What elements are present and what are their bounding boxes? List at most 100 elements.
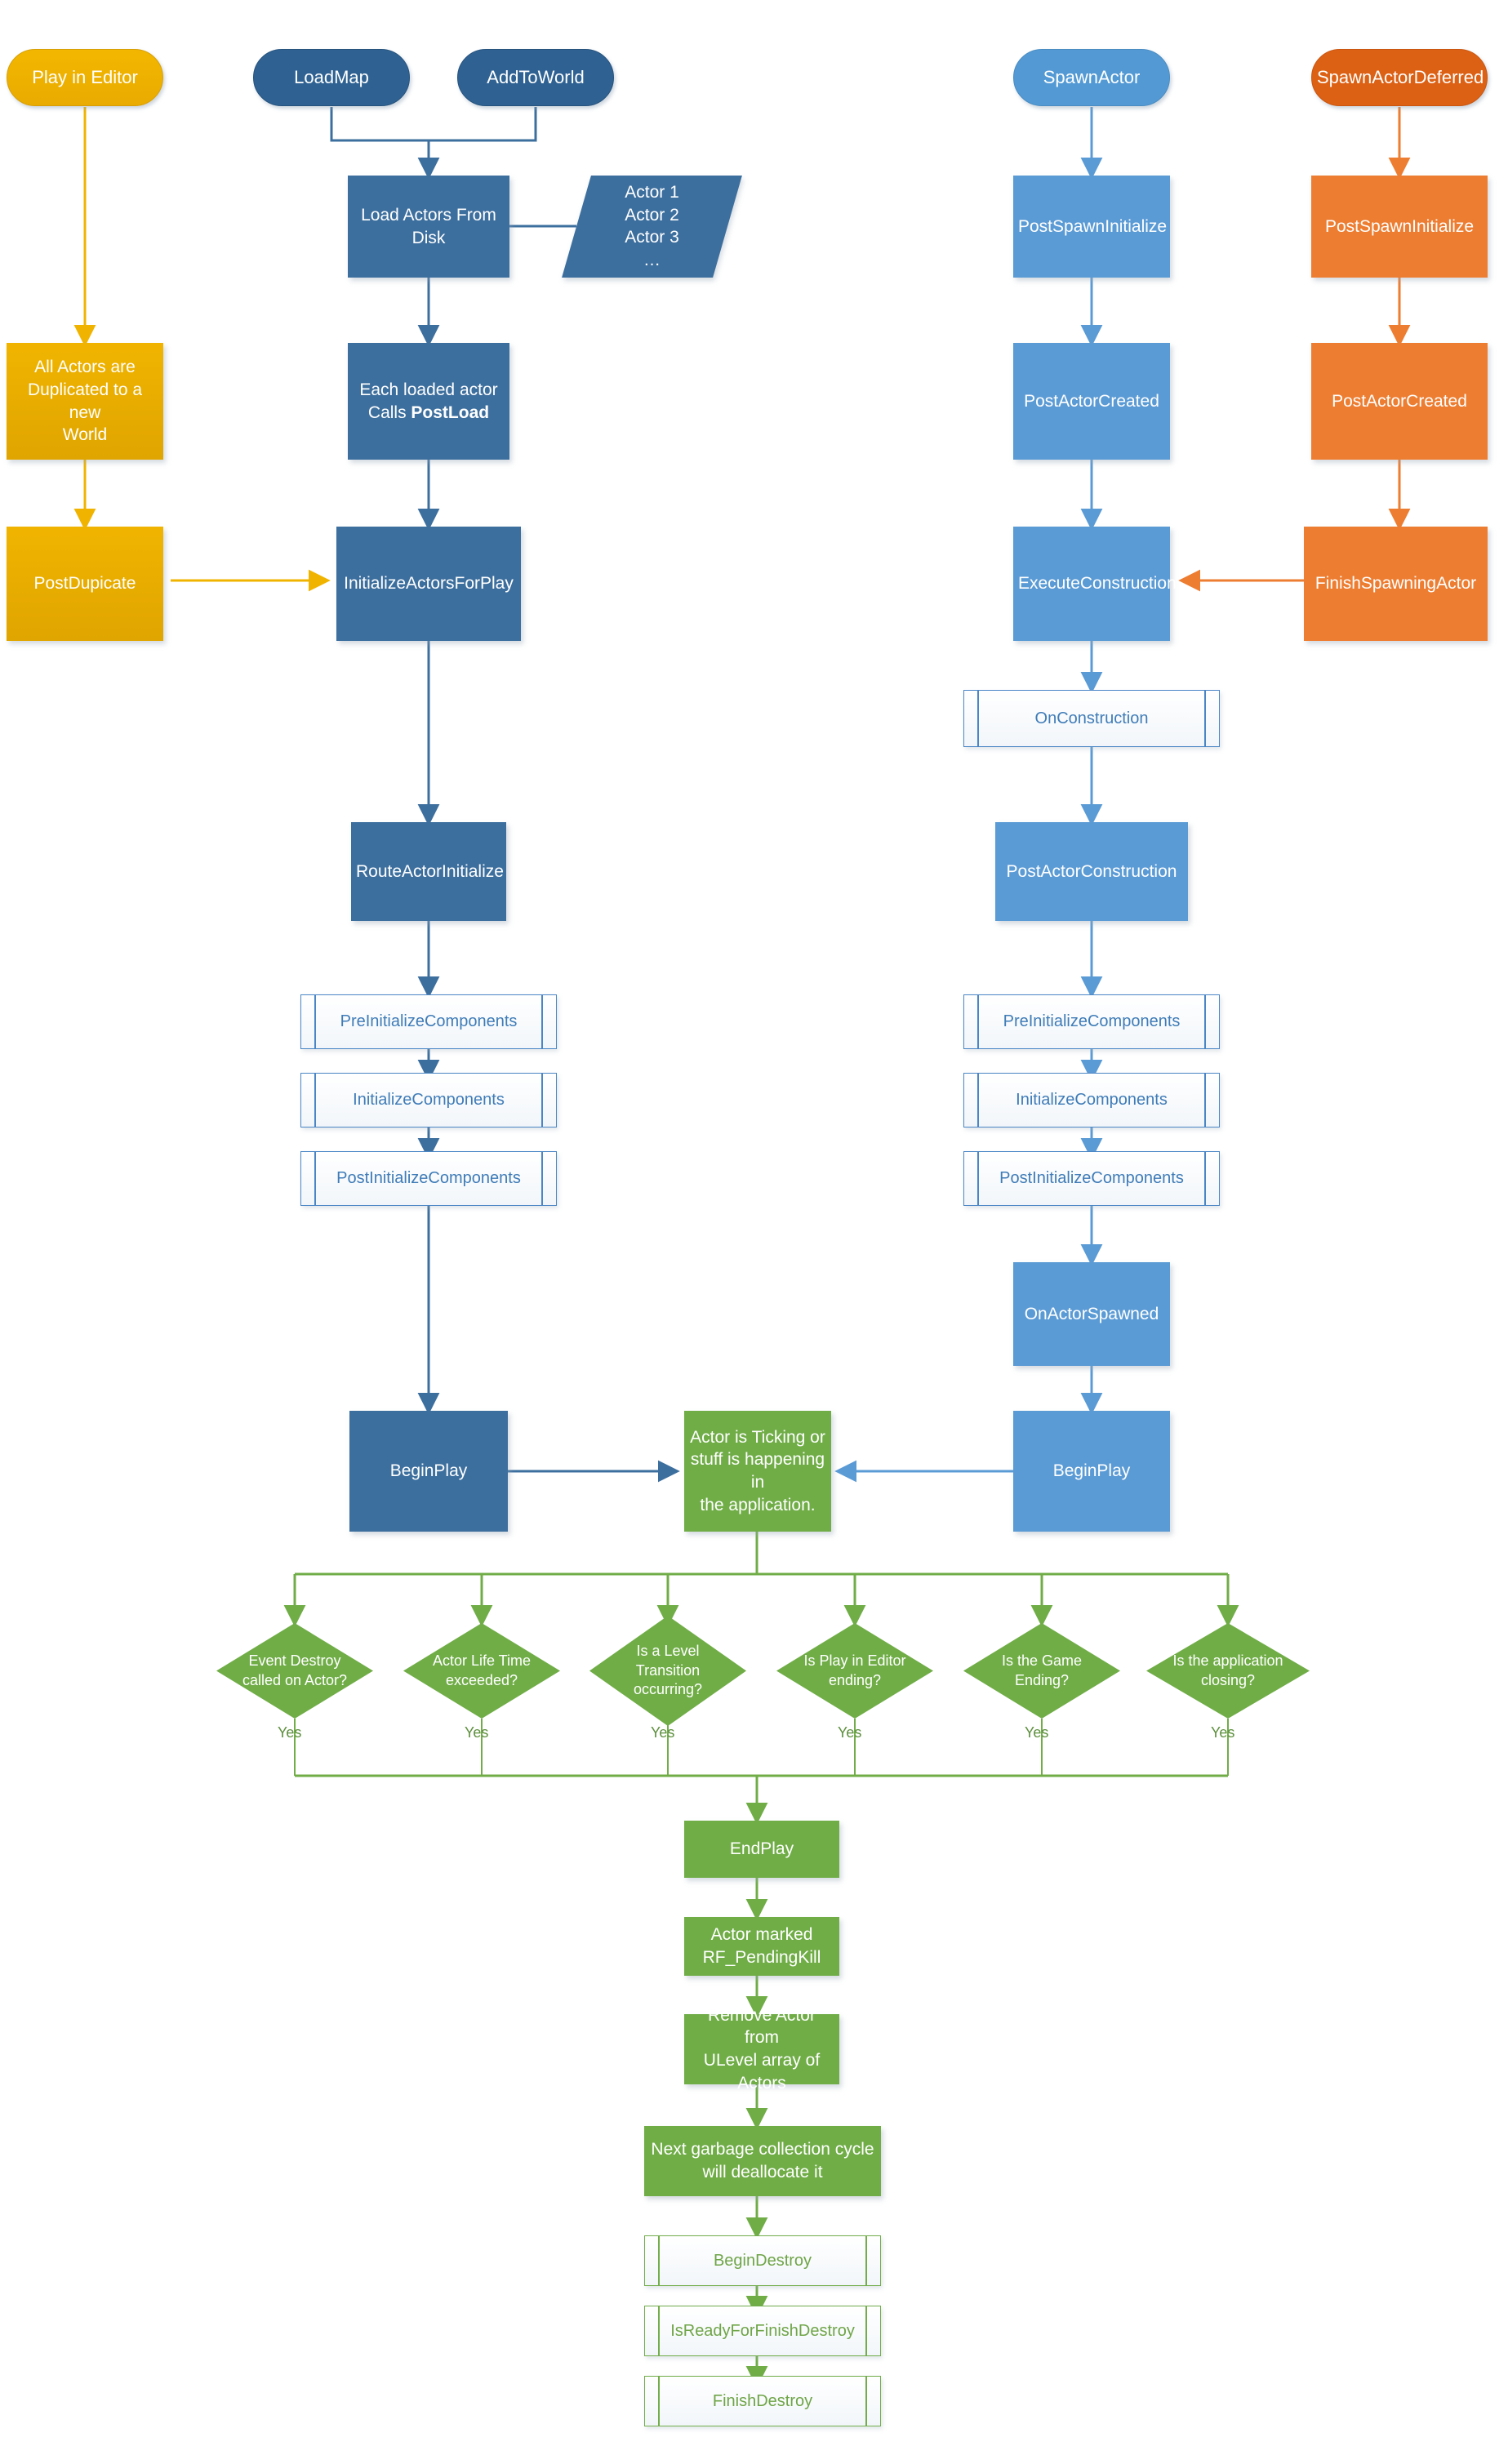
load-map-label: LoadMap: [294, 67, 369, 88]
process-next-garbage-collection[interactable]: Next garbage collection cycle will deall…: [644, 2126, 881, 2196]
actor-marked-line1: Actor marked: [710, 1925, 813, 1945]
predefined-process-begin-destroy[interactable]: BeginDestroy: [644, 2235, 881, 2286]
process-begin-play-right[interactable]: BeginPlay: [1013, 1411, 1170, 1532]
process-remove-actor-from-ulevel[interactable]: Remove Actor from ULevel array of Actors: [684, 2006, 839, 2093]
terminator-spawn-actor[interactable]: SpawnActor: [1013, 49, 1170, 106]
predef-left-bar: [658, 2377, 660, 2426]
ticking-line2: stuff is happening in: [690, 1450, 825, 1492]
predef-right-bar: [541, 995, 543, 1048]
process-load-actors-from-disk[interactable]: Load Actors From Disk: [348, 176, 509, 278]
decision-2-line1: Is a Level: [636, 1643, 700, 1660]
predefined-process-initialize-components-right[interactable]: InitializeComponents: [963, 1073, 1220, 1127]
route-actor-initialize-label: RouteActorInitialize: [356, 861, 504, 881]
decision-actor-life-time-label: Actor Life Time exceeded?: [413, 1623, 551, 1719]
predef-right-bar: [541, 1152, 543, 1205]
actor-marked-line2: RF_PendingKill: [702, 1948, 821, 1967]
end-play-label: EndPlay: [729, 1839, 794, 1859]
pre-initialize-components-left-label: PreInitializeComponents: [340, 1012, 518, 1031]
predefined-process-initialize-components-left[interactable]: InitializeComponents: [300, 1073, 557, 1127]
post-initialize-components-left-label: PostInitializeComponents: [336, 1169, 521, 1188]
predef-right-bar: [865, 2236, 867, 2285]
decision-1-line2: exceeded?: [445, 1671, 518, 1688]
decision-level-transition[interactable]: Is a Level Transition occurring?: [589, 1616, 746, 1726]
all-actors-line3: World: [62, 425, 108, 445]
begin-play-left-label: BeginPlay: [389, 1461, 468, 1481]
predefined-process-post-initialize-components-left[interactable]: PostInitializeComponents: [300, 1151, 557, 1206]
actor-marked-label: Actor marked RF_PendingKill: [689, 1924, 834, 1968]
execute-construction-label: ExecuteConstruction: [1018, 574, 1177, 594]
decision-2-line2: Transition: [635, 1661, 701, 1679]
process-on-actor-spawned[interactable]: OnActorSpawned: [1013, 1262, 1170, 1366]
data-actor-list[interactable]: Actor 1 Actor 2 Actor 3 …: [562, 176, 742, 278]
process-end-play[interactable]: EndPlay: [684, 1821, 839, 1878]
terminator-spawn-actor-deferred[interactable]: SpawnActorDeferred: [1311, 49, 1488, 106]
initialize-components-right-label: InitializeComponents: [1016, 1091, 1168, 1110]
predef-right-bar: [1204, 1152, 1206, 1205]
terminator-add-to-world[interactable]: AddToWorld: [457, 49, 614, 106]
each-loaded-actor-label: Each loaded actor Calls PostLoad: [353, 379, 505, 424]
load-actors-line2: Disk: [411, 228, 446, 247]
process-post-spawn-initialize-blue[interactable]: PostSpawnInitialize: [1013, 176, 1170, 278]
actor-list-item-1: Actor 1: [625, 183, 679, 202]
process-execute-construction[interactable]: ExecuteConstruction: [1013, 527, 1177, 641]
predefined-process-is-ready-for-finish-destroy[interactable]: IsReadyForFinishDestroy: [644, 2306, 881, 2356]
next-gc-line1: Next garbage collection cycle: [651, 2140, 874, 2159]
predefined-process-finish-destroy[interactable]: FinishDestroy: [644, 2376, 881, 2426]
decision-actor-life-time[interactable]: Actor Life Time exceeded?: [403, 1623, 560, 1719]
predef-right-bar: [1204, 1074, 1206, 1127]
predefined-process-on-construction[interactable]: OnConstruction: [963, 690, 1220, 747]
predef-left-bar: [314, 995, 316, 1048]
decision-5-line2: closing?: [1200, 1671, 1256, 1688]
all-actors-line1: All Actors are: [34, 358, 136, 377]
predef-right-bar: [865, 2377, 867, 2426]
decision-app-closing[interactable]: Is the application closing?: [1146, 1623, 1310, 1719]
process-post-actor-construction[interactable]: PostActorConstruction: [995, 822, 1188, 921]
predefined-process-post-initialize-components-right[interactable]: PostInitializeComponents: [963, 1151, 1220, 1206]
process-post-spawn-initialize-orange[interactable]: PostSpawnInitialize: [1311, 176, 1488, 278]
process-each-loaded-actor[interactable]: Each loaded actor Calls PostLoad: [348, 343, 509, 460]
pre-initialize-components-right-label: PreInitializeComponents: [1003, 1012, 1181, 1031]
process-actor-marked-pending-kill[interactable]: Actor marked RF_PendingKill: [684, 1917, 839, 1976]
all-actors-duplicated-label: All Actors are Duplicated to a new World: [11, 356, 158, 447]
decision-event-destroy[interactable]: Event Destroy called on Actor?: [216, 1623, 373, 1719]
next-gc-line2: will deallocate it: [702, 2163, 823, 2182]
predef-left-bar: [977, 1152, 979, 1205]
all-actors-line2: Duplicated to a new: [27, 380, 143, 422]
process-route-actor-initialize[interactable]: RouteActorInitialize: [351, 822, 506, 921]
predefined-process-pre-initialize-components-right[interactable]: PreInitializeComponents: [963, 994, 1220, 1049]
decision-level-transition-label: Is a Level Transition occurring?: [599, 1616, 737, 1726]
post-initialize-components-right-label: PostInitializeComponents: [999, 1169, 1184, 1188]
process-begin-play-left[interactable]: BeginPlay: [349, 1411, 508, 1532]
process-initialize-actors-for-play[interactable]: InitializeActorsForPlay: [336, 527, 521, 641]
process-post-dupicate[interactable]: PostDupicate: [7, 527, 163, 641]
decision-5-line1: Is the application: [1172, 1652, 1283, 1670]
process-finish-spawning-actor[interactable]: FinishSpawningActor: [1304, 527, 1488, 641]
terminator-load-map[interactable]: LoadMap: [253, 49, 410, 106]
postload-keyword: PostLoad: [411, 403, 490, 422]
post-spawn-initialize-blue-label: PostSpawnInitialize: [1018, 216, 1168, 236]
decision-game-ending[interactable]: Is the Game Ending?: [963, 1623, 1120, 1719]
decision-pie-ending[interactable]: Is Play in Editor ending?: [776, 1623, 933, 1719]
process-actor-is-ticking[interactable]: Actor is Ticking or stuff is happening i…: [684, 1411, 831, 1532]
process-post-actor-created-orange[interactable]: PostActorCreated: [1311, 343, 1488, 460]
decision-0-line2: called on Actor?: [242, 1671, 348, 1688]
initialize-actors-for-play-label: InitializeActorsForPlay: [344, 574, 514, 594]
process-post-actor-created-blue[interactable]: PostActorCreated: [1013, 343, 1170, 460]
initialize-components-left-label: InitializeComponents: [353, 1091, 505, 1110]
predef-right-bar: [1204, 995, 1206, 1048]
process-all-actors-duplicated[interactable]: All Actors are Duplicated to a new World: [7, 343, 163, 460]
finish-destroy-label: FinishDestroy: [712, 2391, 813, 2410]
add-to-world-label: AddToWorld: [487, 67, 585, 88]
next-gc-label: Next garbage collection cycle will deall…: [649, 2138, 876, 2183]
actor-is-ticking-label: Actor is Ticking or stuff is happening i…: [689, 1426, 826, 1517]
spawn-actor-label: SpawnActor: [1043, 67, 1141, 88]
predef-left-bar: [658, 2236, 660, 2285]
post-spawn-initialize-orange-label: PostSpawnInitialize: [1324, 216, 1475, 236]
decision-game-ending-label: Is the Game Ending?: [973, 1623, 1111, 1719]
remove-actor-line3: Actors: [737, 2073, 786, 2093]
on-construction-label: OnConstruction: [1034, 709, 1149, 727]
terminator-play-in-editor[interactable]: Play in Editor: [7, 49, 163, 106]
decision-0-line1: Event Destroy: [248, 1652, 341, 1670]
predefined-process-pre-initialize-components-left[interactable]: PreInitializeComponents: [300, 994, 557, 1049]
